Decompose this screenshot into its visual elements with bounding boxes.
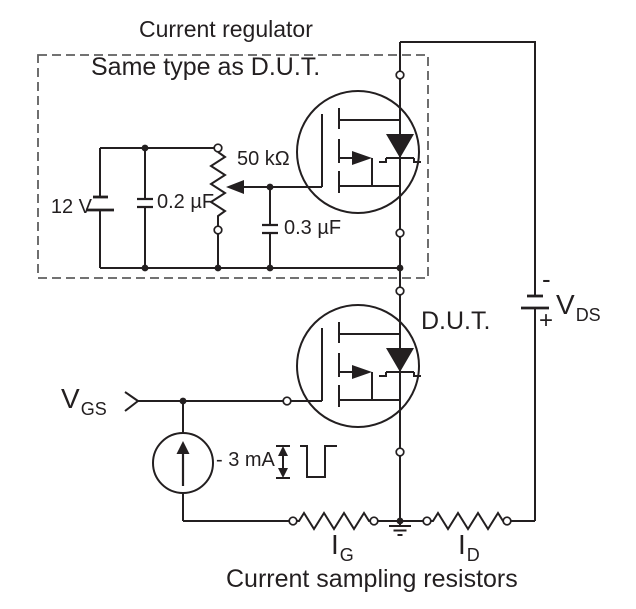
resistor-id-symbol xyxy=(427,511,507,531)
vds-minus-label: - xyxy=(542,264,551,294)
capacitor-0-3uf-label: 0.3 µF xyxy=(284,217,342,239)
ig-symbol: I xyxy=(331,529,339,560)
vgs-label: VGS xyxy=(61,383,107,419)
pulse-waveform-icon xyxy=(276,445,337,479)
id-label: ID xyxy=(458,529,480,565)
vds-plus-label: + xyxy=(539,307,554,334)
wiper-arrow-icon xyxy=(226,180,244,194)
id-subscript: D xyxy=(466,545,480,565)
vgs-symbol: V xyxy=(61,383,80,414)
current-source-symbol xyxy=(152,432,214,494)
current-source-label: - 3 mA xyxy=(216,449,275,471)
resistor-ig-symbol xyxy=(293,511,374,531)
terminal-circles xyxy=(213,70,512,526)
battery-12v-label: 12 V xyxy=(50,196,92,218)
vgs-input-chevron-icon xyxy=(124,391,139,412)
wires xyxy=(99,41,536,526)
vds-label: VDS xyxy=(556,289,601,325)
dut-label: D.U.T. xyxy=(421,307,491,335)
vds-subscript: DS xyxy=(575,305,601,325)
mosfet-dut-symbol xyxy=(296,304,422,428)
diagram-caption: Current sampling resistors xyxy=(226,565,518,593)
vds-symbol: V xyxy=(556,289,575,320)
diagram-title: Current regulator xyxy=(139,16,313,42)
ig-subscript: G xyxy=(339,545,354,565)
battery-12v-symbol xyxy=(86,195,114,212)
mosfet-regulator-symbol xyxy=(296,90,422,214)
id-symbol: I xyxy=(458,529,466,560)
ground-icon xyxy=(389,525,411,536)
current-regulator-dashed-box xyxy=(37,54,429,279)
ig-label: IG xyxy=(331,529,354,565)
junction-dots xyxy=(141,144,404,525)
capacitor-0-2uf-symbol xyxy=(137,197,153,209)
vds-battery-symbol xyxy=(521,294,549,310)
vgs-subscript: GS xyxy=(80,399,107,419)
capacitor-0-2uf-label: 0.2 µF xyxy=(157,191,215,213)
regulator-subtitle: Same type as D.U.T. xyxy=(91,53,321,81)
potentiometer-50k-symbol xyxy=(209,151,244,230)
capacitor-0-3uf-symbol xyxy=(262,223,278,235)
potentiometer-50k-label: 50 kΩ xyxy=(237,148,290,170)
